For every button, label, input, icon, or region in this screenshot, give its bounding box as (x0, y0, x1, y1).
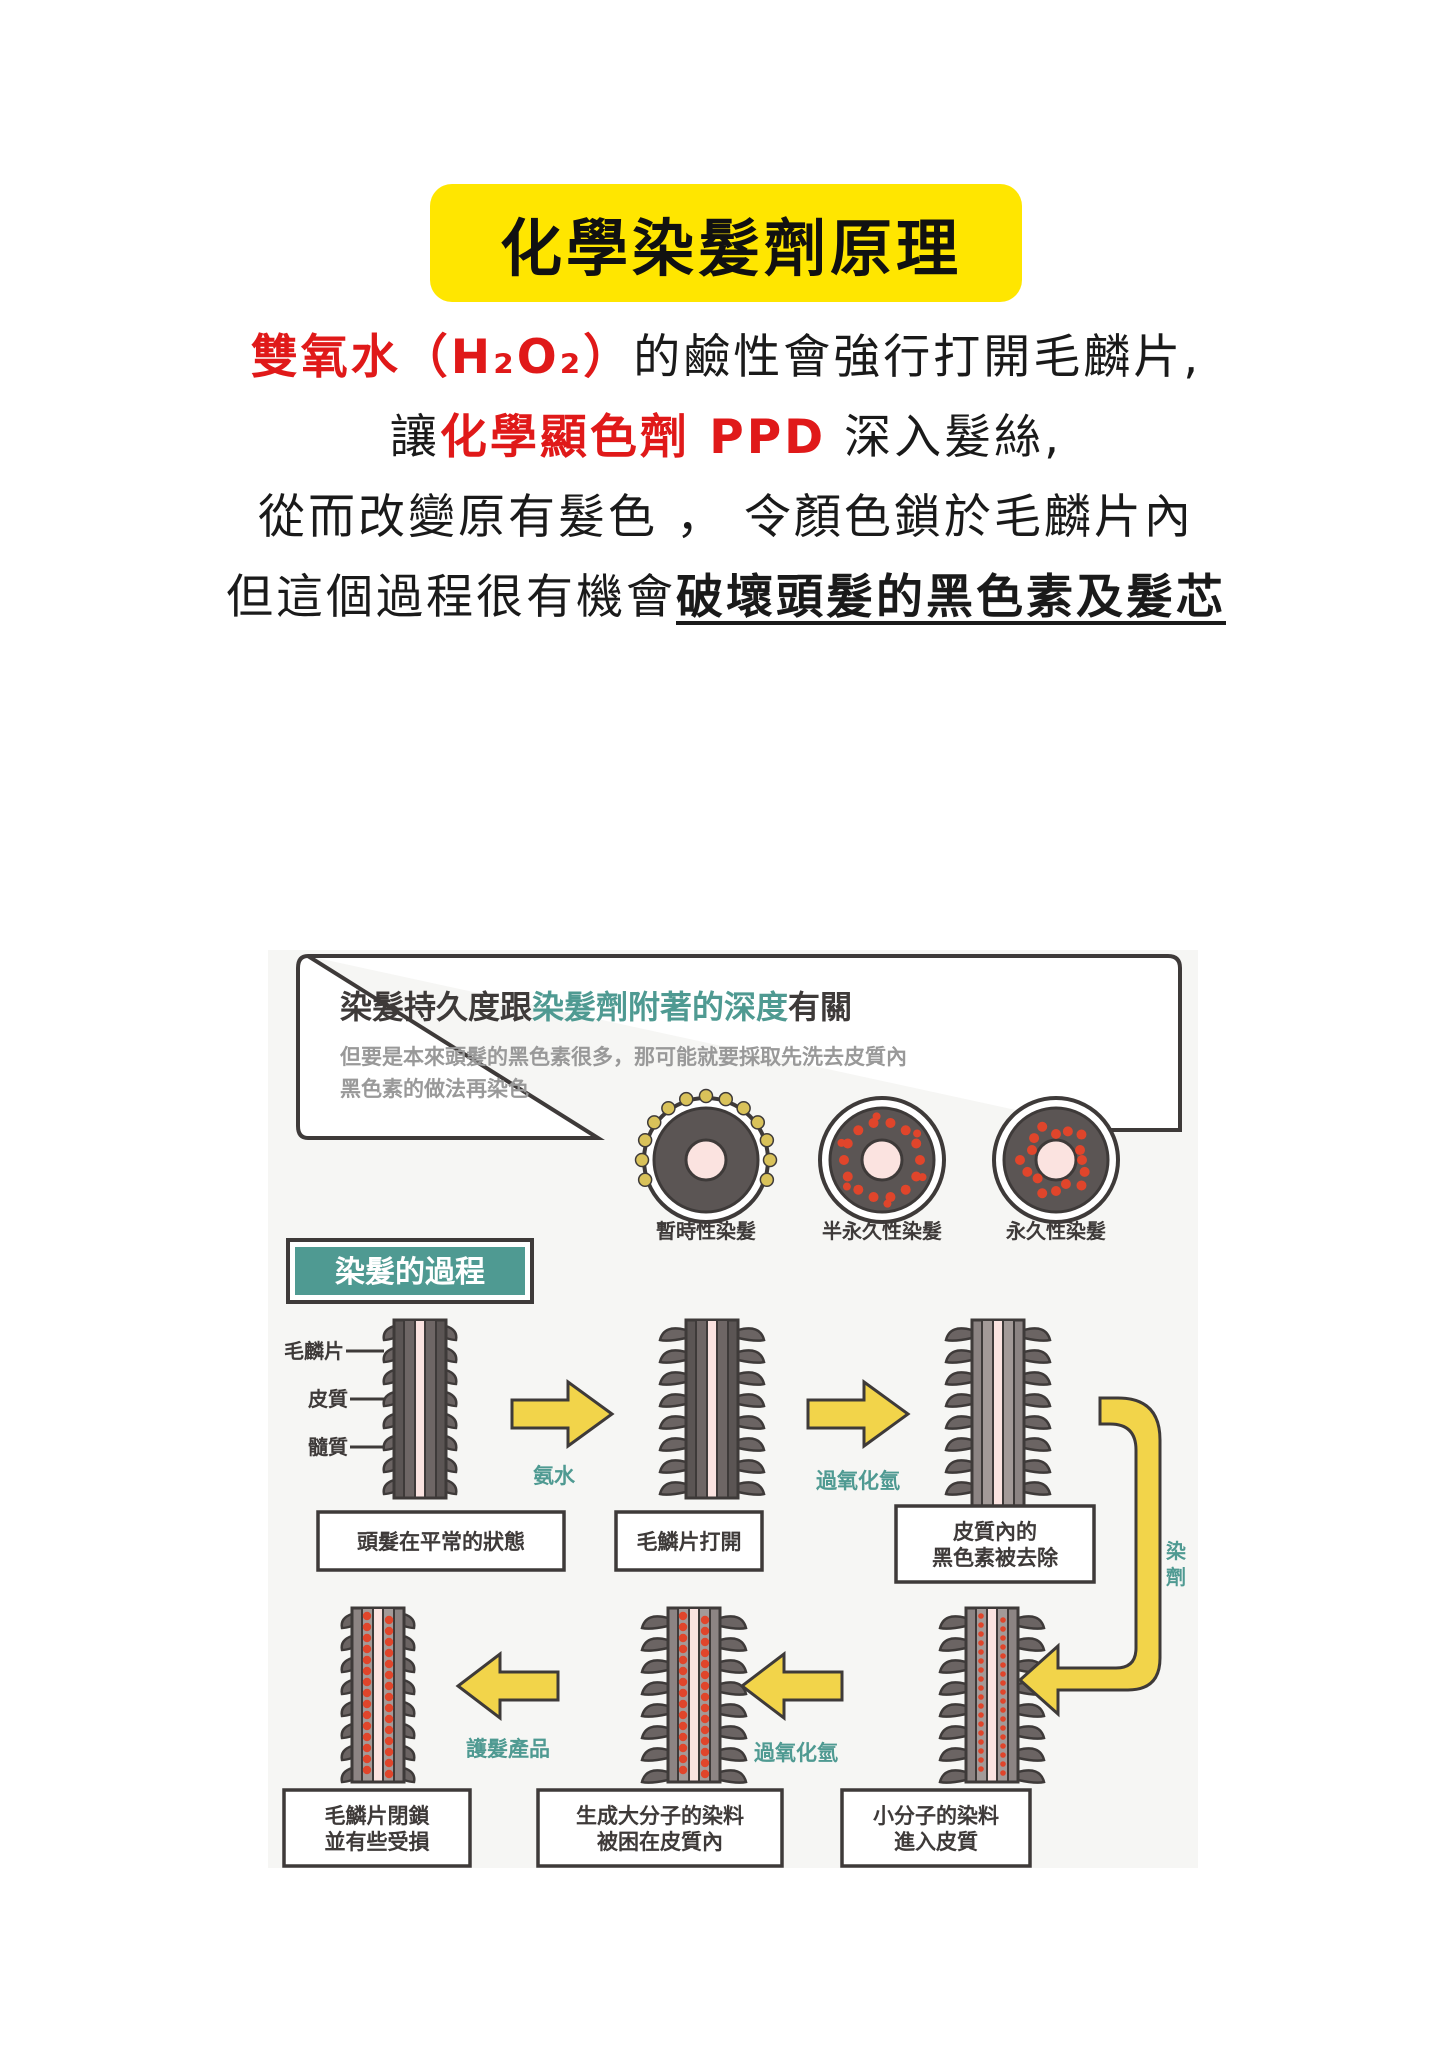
arrow-dye-uturn (1017, 1396, 1162, 1718)
figure-heading: 染髮持久度跟染髮劑附著的深度有關 (340, 988, 852, 1026)
label-medulla: 髓質 (308, 1435, 348, 1459)
step-normal-box: 頭髮在平常的狀態 (316, 1510, 566, 1572)
title-container: 化學染髮劑原理 (0, 184, 1452, 302)
arrow-label-hair-care: 護髮產品 (466, 1737, 550, 1761)
intro-line-4: 但這個過程很有機會破壞頭髮的黑色素及髮芯 (0, 558, 1452, 638)
intro-line-2-text: 深入髮絲, (826, 410, 1063, 465)
strand-small-dye (938, 1606, 1046, 1784)
circle-temporary (634, 1088, 778, 1224)
arrow-ammonia (510, 1379, 615, 1449)
figure-sub-2: 黑色素的做法再染色 (340, 1077, 529, 1101)
intro-line-1: 雙氧水（H₂O₂）的鹼性會強行打開毛麟片, (0, 318, 1452, 398)
hair-dye-diagram: 染髮持久度跟染髮劑附著的深度有關 但要是本來頭髮的黑色素很多，那可能就要採取先洗… (282, 953, 1187, 1868)
circle-semi-permanent (818, 1096, 946, 1224)
circle-label-temporary: 暫時性染髮 (656, 1219, 756, 1243)
intro-line-4-pre: 但這個過程很有機會 (226, 570, 676, 625)
strand-normal (382, 1318, 458, 1500)
intro-line-2-pre: 讓 (389, 410, 440, 465)
step-small-dye-label-1: 進入皮質 (894, 1830, 978, 1854)
strand-closed (340, 1606, 416, 1784)
strand-melanin-removed (944, 1318, 1052, 1508)
circle-label-semi-permanent: 半永久性染髮 (822, 1219, 942, 1243)
process-title-fill (295, 1247, 525, 1295)
step-labels: 頭髮在平常的狀態毛鱗片打開皮質內的黑色素被去除小分子的染料進入皮質生成大分子的染… (282, 1504, 1096, 1868)
label-cuticle: 毛麟片 (284, 1339, 344, 1363)
step-normal-label-0: 頭髮在平常的狀態 (357, 1530, 525, 1554)
hair-dye-figure: 染髮持久度跟染髮劑附著的深度有關 但要是本來頭髮的黑色素很多，那可能就要採取先洗… (268, 950, 1198, 1868)
intro-text: 雙氧水（H₂O₂）的鹼性會強行打開毛麟片, 讓化學顯色劑 PPD 深入髮絲, 從… (0, 318, 1452, 638)
strand-big-dye (640, 1606, 748, 1784)
step-big-dye-label-1: 被困在皮質內 (597, 1830, 723, 1854)
step-cuticle-open-label-0: 毛鱗片打開 (637, 1530, 742, 1554)
step-closed-label-1: 並有些受損 (325, 1830, 431, 1854)
strand-cuticle-open (658, 1318, 766, 1500)
step-big-dye-label-0: 生成大分子的染料 (576, 1804, 744, 1828)
arrow-hair-care (455, 1650, 560, 1722)
page-title: 化學染髮劑原理 (429, 184, 1022, 302)
label-cortex: 皮質 (308, 1387, 348, 1411)
circle-permanent (992, 1096, 1120, 1224)
dye-depth-circles (634, 1088, 1120, 1224)
hair-strands (340, 1318, 1052, 1784)
step-closed-label-0: 毛鱗片閉鎖 (325, 1804, 431, 1828)
step-melanin-removed-label-0: 皮質內的 (953, 1520, 1037, 1544)
step-melanin-removed-label-1: 黑色素被去除 (932, 1546, 1059, 1570)
step-small-dye-label-0: 小分子的染料 (873, 1804, 999, 1828)
intro-underlined-warning: 破壞頭髮的黑色素及髮芯 (676, 570, 1226, 625)
step-cuticle-open-box: 毛鱗片打開 (614, 1510, 764, 1572)
figure-sub-1: 但要是本來頭髮的黑色素很多，那可能就要採取先洗去皮質內 (340, 1045, 907, 1069)
arrow-label-ammonia: 氨水 (533, 1464, 576, 1488)
header-box (296, 953, 1182, 1140)
arrow-peroxide-2 (739, 1650, 844, 1722)
arrow-label-dye: 染劑 (1166, 1539, 1187, 1589)
intro-line-2: 讓化學顯色劑 PPD 深入髮絲, (0, 398, 1452, 478)
intro-line-3: 從而改變原有髮色 ， 令顏色鎖於毛麟片內 (258, 490, 1194, 545)
arrow-label-peroxide-1: 過氧化氫 (816, 1469, 900, 1493)
circle-label-permanent: 永久性染髮 (1005, 1219, 1106, 1243)
process-title: 染髮的過程 (335, 1255, 485, 1290)
intro-highlight-ppd: 化學顯色劑 PPD (439, 410, 827, 465)
arrow-peroxide-1 (806, 1379, 911, 1449)
arrow-label-peroxide-2: 過氧化氫 (754, 1741, 838, 1765)
intro-highlight-h2o2: 雙氧水（H₂O₂） (250, 330, 634, 385)
intro-line-1-text: 的鹼性會強行打開毛麟片, (633, 330, 1202, 385)
